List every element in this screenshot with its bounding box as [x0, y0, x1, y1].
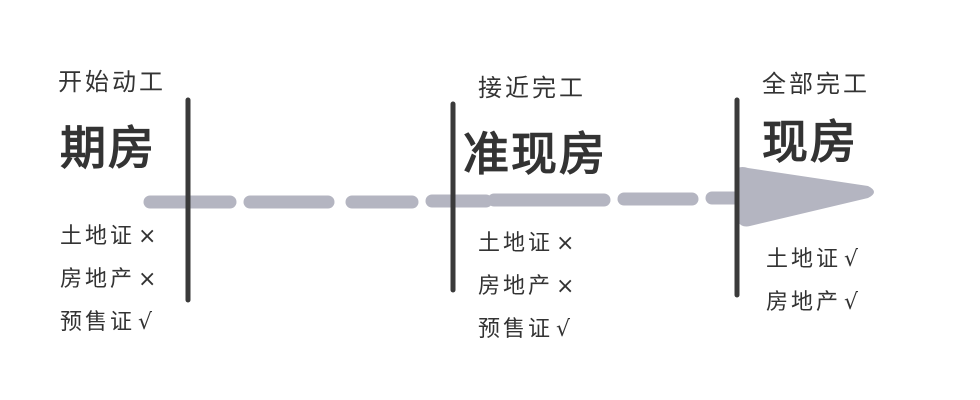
certificate-name: 房地产: [478, 274, 554, 299]
certificate-list: 土地证× 房地产× 预售证√: [60, 215, 159, 344]
certificate-status: ×: [556, 274, 578, 299]
certificate-status: √: [556, 317, 574, 342]
certificate-item: 房地产√: [766, 281, 861, 324]
certificate-item: 房地产×: [60, 258, 159, 301]
certificate-item: 土地证×: [478, 222, 577, 265]
arrow-head: [738, 167, 874, 227]
certificate-item: 土地证×: [60, 215, 159, 258]
stage-subtitle: 接近完工: [478, 74, 586, 102]
certificate-status: ×: [138, 267, 160, 292]
certificate-item: 预售证√: [60, 301, 159, 344]
certificate-name: 房地产: [766, 290, 842, 315]
certificate-name: 房地产: [60, 267, 136, 292]
certificate-list: 土地证× 房地产× 预售证√: [478, 222, 577, 351]
certificate-item: 房地产×: [478, 265, 577, 308]
stage-title: 期房: [60, 121, 156, 175]
certificate-name: 预售证: [478, 317, 554, 342]
certificate-list: 土地证√ 房地产√: [766, 238, 861, 324]
certificate-name: 土地证: [60, 224, 136, 249]
stage-subtitle: 全部完工: [762, 70, 870, 98]
stage-title: 现房: [762, 115, 858, 169]
certificate-item: 预售证√: [478, 308, 577, 351]
certificate-item: 土地证√: [766, 238, 861, 281]
certificate-status: √: [138, 310, 156, 335]
stage-subtitle: 开始动工: [58, 68, 166, 96]
certificate-name: 预售证: [60, 310, 136, 335]
certificate-status: √: [844, 247, 862, 272]
certificate-name: 土地证: [478, 231, 554, 256]
stage-title: 准现房: [463, 127, 607, 181]
certificate-status: ×: [556, 231, 578, 256]
certificate-status: ×: [138, 224, 160, 249]
certificate-status: √: [844, 290, 862, 315]
dashed-arrow-shaft: [143, 191, 749, 209]
certificate-name: 土地证: [766, 247, 842, 272]
